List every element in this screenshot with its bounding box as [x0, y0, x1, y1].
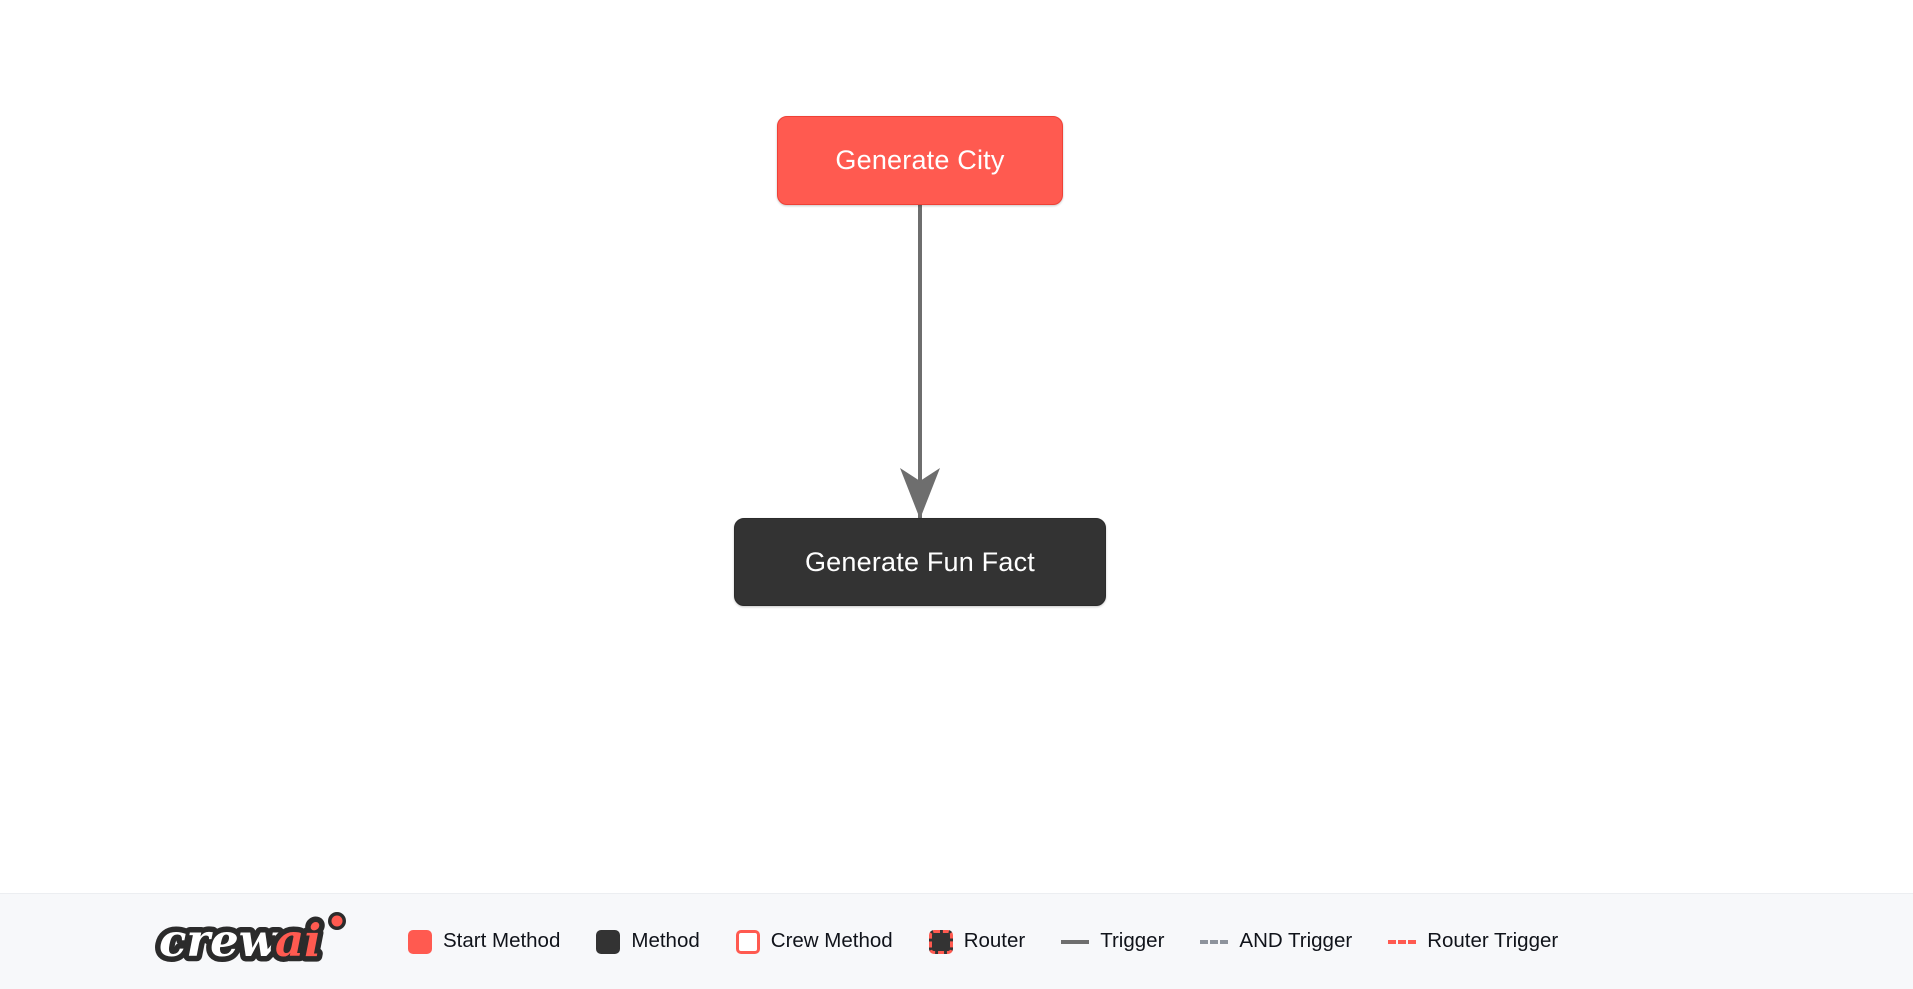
legend-item-trigger: Trigger [1061, 931, 1164, 952]
logo-text-ai: ai [275, 914, 321, 967]
router-swatch-icon [928, 929, 953, 954]
trigger-line-icon [1061, 939, 1090, 944]
and-trigger-line-icon [1200, 939, 1229, 944]
legend-item-router: Router [928, 929, 1026, 954]
flow-canvas[interactable]: Generate City Generate Fun Fact [0, 0, 1913, 893]
crew-method-swatch-icon [735, 929, 760, 954]
legend-item-method: Method [596, 929, 700, 954]
flow-node-label: Generate Fun Fact [804, 546, 1035, 577]
legend-label: Router [963, 929, 1026, 953]
method-swatch-icon [596, 929, 621, 954]
legend-item-crew-method: Crew Method [735, 929, 893, 954]
legend-label: Method [631, 929, 700, 953]
logo-accent-outline: ai [275, 914, 321, 967]
edge-arrowhead-icon [900, 468, 940, 519]
legend-bar: crew crew ai ai Start Method Method Crew… [0, 893, 1913, 989]
logo-dot-icon [331, 915, 343, 926]
edge-generate-city-to-generate-fun-fact [900, 205, 940, 519]
legend-item-router-trigger: Router Trigger [1388, 931, 1558, 952]
flow-node-generate-city[interactable]: Generate City [777, 116, 1063, 205]
legend-label: Trigger [1100, 929, 1165, 953]
flow-node-label: Generate City [835, 145, 1005, 175]
flow-node-generate-fun-fact[interactable]: Generate Fun Fact [734, 518, 1106, 606]
legend-label: Start Method [443, 929, 561, 953]
crewai-logo: crew crew ai ai [155, 910, 346, 972]
legend-label: AND Trigger [1239, 929, 1353, 953]
legend-item-and-trigger: AND Trigger [1200, 931, 1352, 952]
start-method-swatch-icon [408, 929, 432, 954]
legend-items: Start Method Method Crew Method Router T… [408, 929, 1558, 954]
legend-label: Crew Method [770, 929, 893, 953]
legend-item-start-method: Start Method [408, 929, 561, 954]
router-trigger-line-icon [1388, 939, 1417, 944]
logo-text-crew: crew [159, 914, 280, 967]
legend-label: Router Trigger [1427, 929, 1559, 953]
logo-outline: crew [159, 914, 280, 967]
